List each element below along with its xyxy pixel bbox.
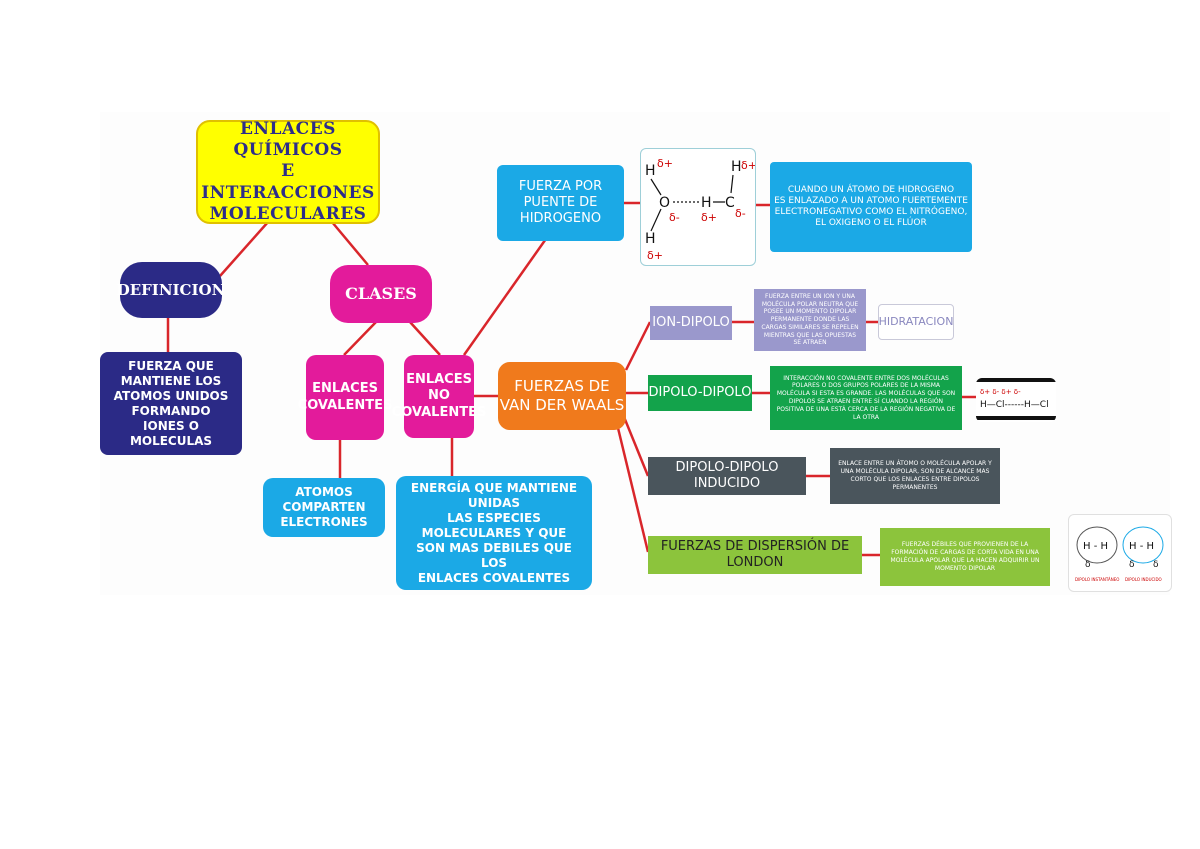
- svg-text:δ: δ: [1129, 560, 1135, 570]
- svg-text:H - H: H - H: [1129, 541, 1154, 552]
- enlaces-covalentes-node: ENLACES COVALENTES: [298, 355, 392, 440]
- svg-text:H: H: [645, 163, 656, 179]
- enlaces-no-covalentes-node: ENLACES NO COVALENTES: [392, 355, 486, 438]
- svg-text:δ: δ: [1153, 560, 1159, 570]
- dipolo-inducido-text: ENLACE ENTRE UN ÁTOMO O MOLÉCULA APOLAR …: [830, 448, 1000, 504]
- london-node: FUERZAS DE DISPERSIÓN DE LONDON: [648, 536, 862, 574]
- connector-vdw-iondipolo: [624, 321, 652, 371]
- covalentes-text: ATOMOS COMPARTEN ELECTRONES: [263, 478, 385, 537]
- svg-text:δ: δ: [1085, 560, 1091, 570]
- dipolo-inducido-node: DIPOLO-DIPOLO INDUCIDO: [648, 457, 806, 495]
- svg-text:δ+: δ+: [701, 211, 717, 224]
- svg-text:DIPOLO INDUCIDO: DIPOLO INDUCIDO: [1125, 577, 1162, 582]
- svg-text:δ+: δ+: [647, 249, 663, 262]
- clases-node: CLASES: [330, 265, 432, 323]
- ion-dipolo-text: FUERZA ENTRE UN ION Y UNA MOLÉCULA POLAR…: [754, 289, 866, 351]
- definicion-node: DEFINICION: [117, 262, 225, 318]
- svg-text:O: O: [659, 195, 670, 211]
- hydrogen-bond-diagram: δ+ δ- δ+ δ+ δ- δ+ H O H H C H: [640, 148, 756, 266]
- connector-clases-nocovalentes: [409, 321, 441, 356]
- h2-dipole-diagram: H - H H - H δ δ δ DIPOLO INSTANTÁNEO DIP…: [1068, 514, 1172, 592]
- connector-vdw-london: [616, 427, 650, 553]
- svg-text:δ+: δ+: [741, 159, 756, 172]
- puente-hidrogeno-node: FUERZA POR PUENTE DE HIDROGENO: [497, 165, 624, 241]
- dipolo-dipolo-text: INTERACCIÓN NO COVALENTE ENTRE DOS MOLÉC…: [770, 366, 962, 430]
- svg-text:C: C: [725, 195, 735, 211]
- svg-text:H—Cl------H—Cl: H—Cl------H—Cl: [980, 400, 1049, 410]
- definicion-text: FUERZA QUE MANTIENE LOS ATOMOS UNIDOS FO…: [100, 352, 242, 455]
- svg-text:H: H: [701, 195, 712, 211]
- no-covalentes-text: ENERGÍA QUE MANTIENE UNIDAS LAS ESPECIES…: [396, 476, 592, 590]
- svg-text:δ-: δ-: [735, 207, 746, 220]
- connector-title-clases: [331, 221, 369, 266]
- connector-nocovalentes-puente: [462, 235, 550, 356]
- svg-text:δ-: δ-: [669, 211, 680, 224]
- hidratacion-node: HIDRATACION: [878, 304, 954, 340]
- connector-vdw-inducido: [620, 411, 650, 477]
- svg-text:DIPOLO INSTANTÁNEO: DIPOLO INSTANTÁNEO: [1075, 577, 1119, 582]
- hcl-dipole-diagram: δ+ δ- δ+ δ- H—Cl------H—Cl: [976, 378, 1056, 422]
- van-der-waals-node: FUERZAS DE VAN DER WAALS: [498, 362, 626, 430]
- svg-text:δ+ δ- δ+ δ-: δ+ δ- δ+ δ-: [980, 388, 1021, 396]
- svg-text:H: H: [645, 231, 656, 247]
- dipolo-dipolo-node: DIPOLO-DIPOLO: [648, 375, 752, 411]
- main-title: ENLACES QUÍMICOS E INTERACCIONES MOLECUL…: [196, 119, 380, 224]
- svg-text:H: H: [731, 159, 742, 175]
- connector-title-definicion: [219, 221, 269, 277]
- svg-text:H - H: H - H: [1083, 541, 1108, 552]
- puente-hidrogeno-text: CUANDO UN ÁTOMO DE HIDROGENO ES ENLAZADO…: [770, 162, 972, 252]
- connector-clases-covalentes: [343, 321, 377, 356]
- ion-dipolo-node: ION-DIPOLO: [650, 306, 732, 340]
- london-text: FUERZAS DÉBILES QUE PROVIENEN DE LA FORM…: [880, 528, 1050, 586]
- svg-text:δ+: δ+: [657, 157, 673, 170]
